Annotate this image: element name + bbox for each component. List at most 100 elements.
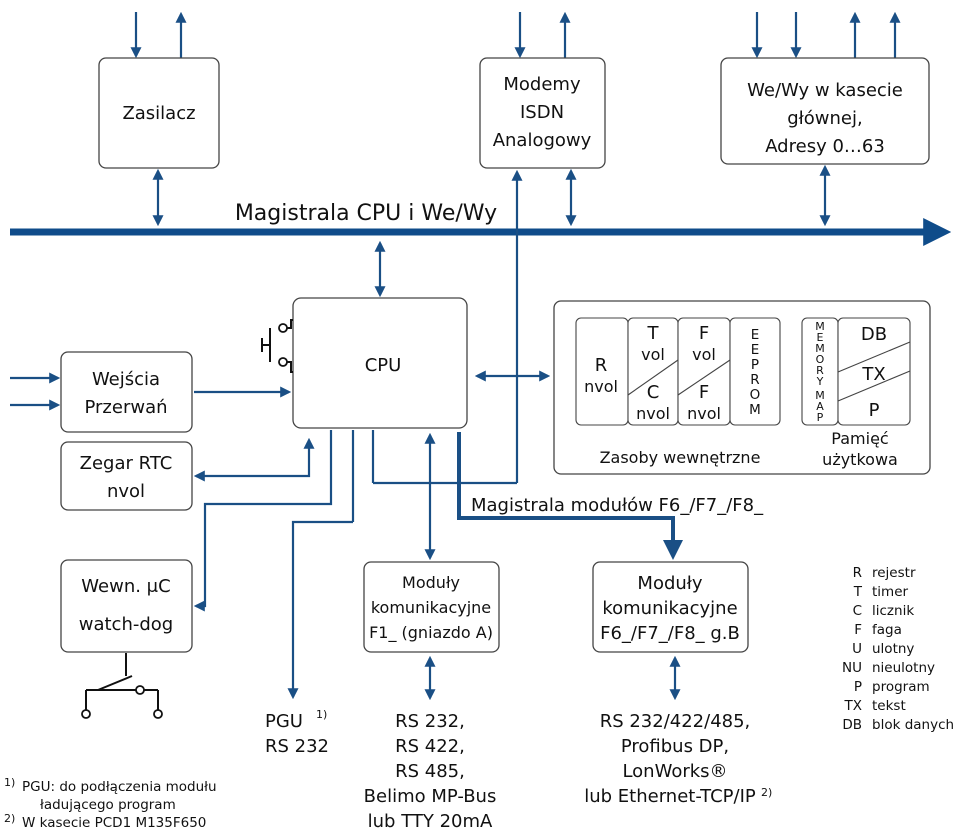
relay-contact-icon — [81, 653, 163, 719]
rs-b-label-4: lub Ethernet-TCP/IP — [584, 786, 756, 807]
interrupt-label-2: Przerwań — [84, 397, 167, 418]
svg-text:M: M — [815, 389, 825, 402]
main-bus: Magistrala CPU i We/Wy — [10, 201, 952, 246]
legend-key: NU — [842, 660, 862, 676]
rtc-label-1: Zegar RTC — [80, 453, 173, 474]
footnote-1-line-2: ładującego program — [40, 797, 176, 813]
io-label-1: We/Wy w kasecie — [747, 80, 903, 101]
legend-value: ulotny — [872, 641, 914, 657]
res-fn-label-2: nvol — [687, 404, 721, 423]
svg-text:Y: Y — [816, 375, 824, 388]
svg-text:E: E — [751, 342, 760, 358]
res-fn-label-1: F — [699, 382, 709, 403]
pgu-label-1: PGU — [265, 711, 303, 732]
eeprom-label: E E P R O M — [749, 327, 761, 418]
comm-modules-b-block: Moduły komunikacyjne F6_/F7_/F8_ g.B RS … — [584, 561, 772, 807]
legend-key: T — [853, 584, 863, 600]
main-bus-label: Magistrala CPU i We/Wy — [235, 201, 497, 226]
pgu-footnote-ref: 1) — [316, 708, 327, 721]
watchdog-label-2: watch-dog — [79, 614, 173, 635]
res-r-label-2: nvol — [584, 377, 618, 396]
footnote-1-line-1: PGU: do podłączenia modułu — [22, 779, 217, 795]
legend-value: blok danych — [872, 717, 954, 733]
interrupt-inputs-block: Wejścia Przerwań — [10, 351, 292, 433]
comm-b-label-2: komunikacyjne — [602, 598, 737, 619]
rtc-label-2: nvol — [107, 481, 145, 502]
rs-b-footnote-ref: 2) — [761, 786, 772, 799]
watchdog-block: Wewn. μC watch-dog — [60, 430, 333, 719]
reset-button-icon — [261, 319, 293, 373]
legend-value: faga — [872, 622, 902, 638]
svg-text:E: E — [817, 331, 824, 344]
comm-a-label-2: komunikacyjne — [371, 598, 491, 617]
res-tx-label: TX — [861, 364, 885, 385]
rs-a-label-5: lub TTY 20mA — [368, 811, 493, 832]
pgu-output: PGU 1) RS 232 — [265, 430, 355, 757]
legend-key: P — [854, 679, 862, 695]
comm-a-label-3: F1_ (gniazdo A) — [369, 623, 493, 643]
io-block: We/Wy w kasecie głównej, Adresy 0…63 — [720, 11, 930, 227]
user-memory-label-2: użytkowa — [822, 450, 898, 469]
rs-a-label-3: RS 485, — [395, 761, 465, 782]
rs-a-label-2: RS 422, — [395, 736, 465, 757]
svg-text:E: E — [751, 327, 760, 343]
cpu-label: CPU — [365, 355, 402, 376]
watchdog-label-1: Wewn. μC — [81, 576, 170, 597]
modem-block: Modemy ISDN Analogowy — [414, 11, 606, 485]
svg-text:R: R — [816, 364, 824, 377]
legend-key: U — [852, 641, 862, 657]
svg-text:P: P — [817, 411, 824, 424]
footnote-2-line: W kasecie PCD1 M135F650 — [22, 815, 206, 831]
module-bus: Magistrala modułów F6_/F7_/F8_ — [457, 432, 764, 560]
res-t-label-1: T — [647, 323, 660, 344]
rs-a-label-4: Belimo MP-Bus — [364, 786, 497, 807]
svg-text:M: M — [815, 342, 825, 355]
legend-value: tekst — [872, 698, 906, 714]
svg-text:M: M — [749, 402, 761, 418]
rs-b-label-3: LonWorks® — [622, 761, 727, 782]
internal-resources-label: Zasoby wewnętrzne — [600, 448, 761, 467]
res-c-label-1: C — [647, 382, 660, 403]
modem-label-1: Modemy — [503, 74, 581, 95]
svg-text:M: M — [815, 320, 825, 333]
svg-text:A: A — [816, 400, 824, 413]
module-bus-label: Magistrala modułów F6_/F7_/F8_ — [471, 495, 764, 516]
io-label-2: głównej, — [787, 108, 862, 129]
interrupt-label-1: Wejścia — [92, 369, 160, 390]
res-c-label-2: nvol — [636, 404, 670, 423]
legend-value: rejestr — [872, 565, 916, 581]
res-fv-label-2: vol — [692, 345, 716, 364]
legend-value: licznik — [872, 603, 914, 619]
user-memory-label-1: Pamięć — [831, 429, 888, 448]
rs-b-label-2: Profibus DP, — [621, 736, 729, 757]
svg-text:O: O — [750, 387, 761, 403]
legend-key: R — [853, 565, 862, 581]
legend-value: timer — [872, 584, 909, 600]
legend-value: program — [872, 679, 930, 695]
rs-a-label-1: RS 232, — [395, 711, 465, 732]
footnotes: 1) PGU: do podłączenia modułu ładującego… — [4, 776, 217, 831]
power-supply-label: Zasilacz — [122, 103, 195, 124]
legend-key: F — [854, 622, 862, 638]
memory-map-label: M E M O R Y M A P — [815, 320, 825, 424]
rs-b-label-1: RS 232/422/485, — [600, 711, 751, 732]
svg-text:R: R — [750, 372, 759, 388]
res-fv-label-1: F — [699, 323, 709, 344]
memory-resources-panel: R nvol T vol C nvol F vol F nvol E E P R… — [553, 300, 931, 475]
comm-modules-a-block: Moduły komunikacyjne F1_ (gniazdo A) RS … — [363, 430, 500, 832]
legend-key: TX — [844, 698, 863, 714]
svg-text:P: P — [751, 357, 759, 373]
footnote-2-ref: 2) — [4, 812, 15, 825]
pgu-label-2: RS 232 — [265, 736, 329, 757]
res-t-label-2: vol — [641, 345, 665, 364]
cpu-block: CPU — [261, 240, 551, 429]
res-r-label-1: R — [595, 355, 608, 376]
rtc-block: Zegar RTC nvol — [60, 437, 315, 511]
legend-key: DB — [842, 717, 862, 733]
footnote-1-ref: 1) — [4, 776, 15, 789]
comm-b-label-3: F6_/F7_/F8_ g.B — [600, 623, 740, 644]
modem-label-2: ISDN — [520, 102, 564, 123]
svg-text:O: O — [816, 353, 825, 366]
